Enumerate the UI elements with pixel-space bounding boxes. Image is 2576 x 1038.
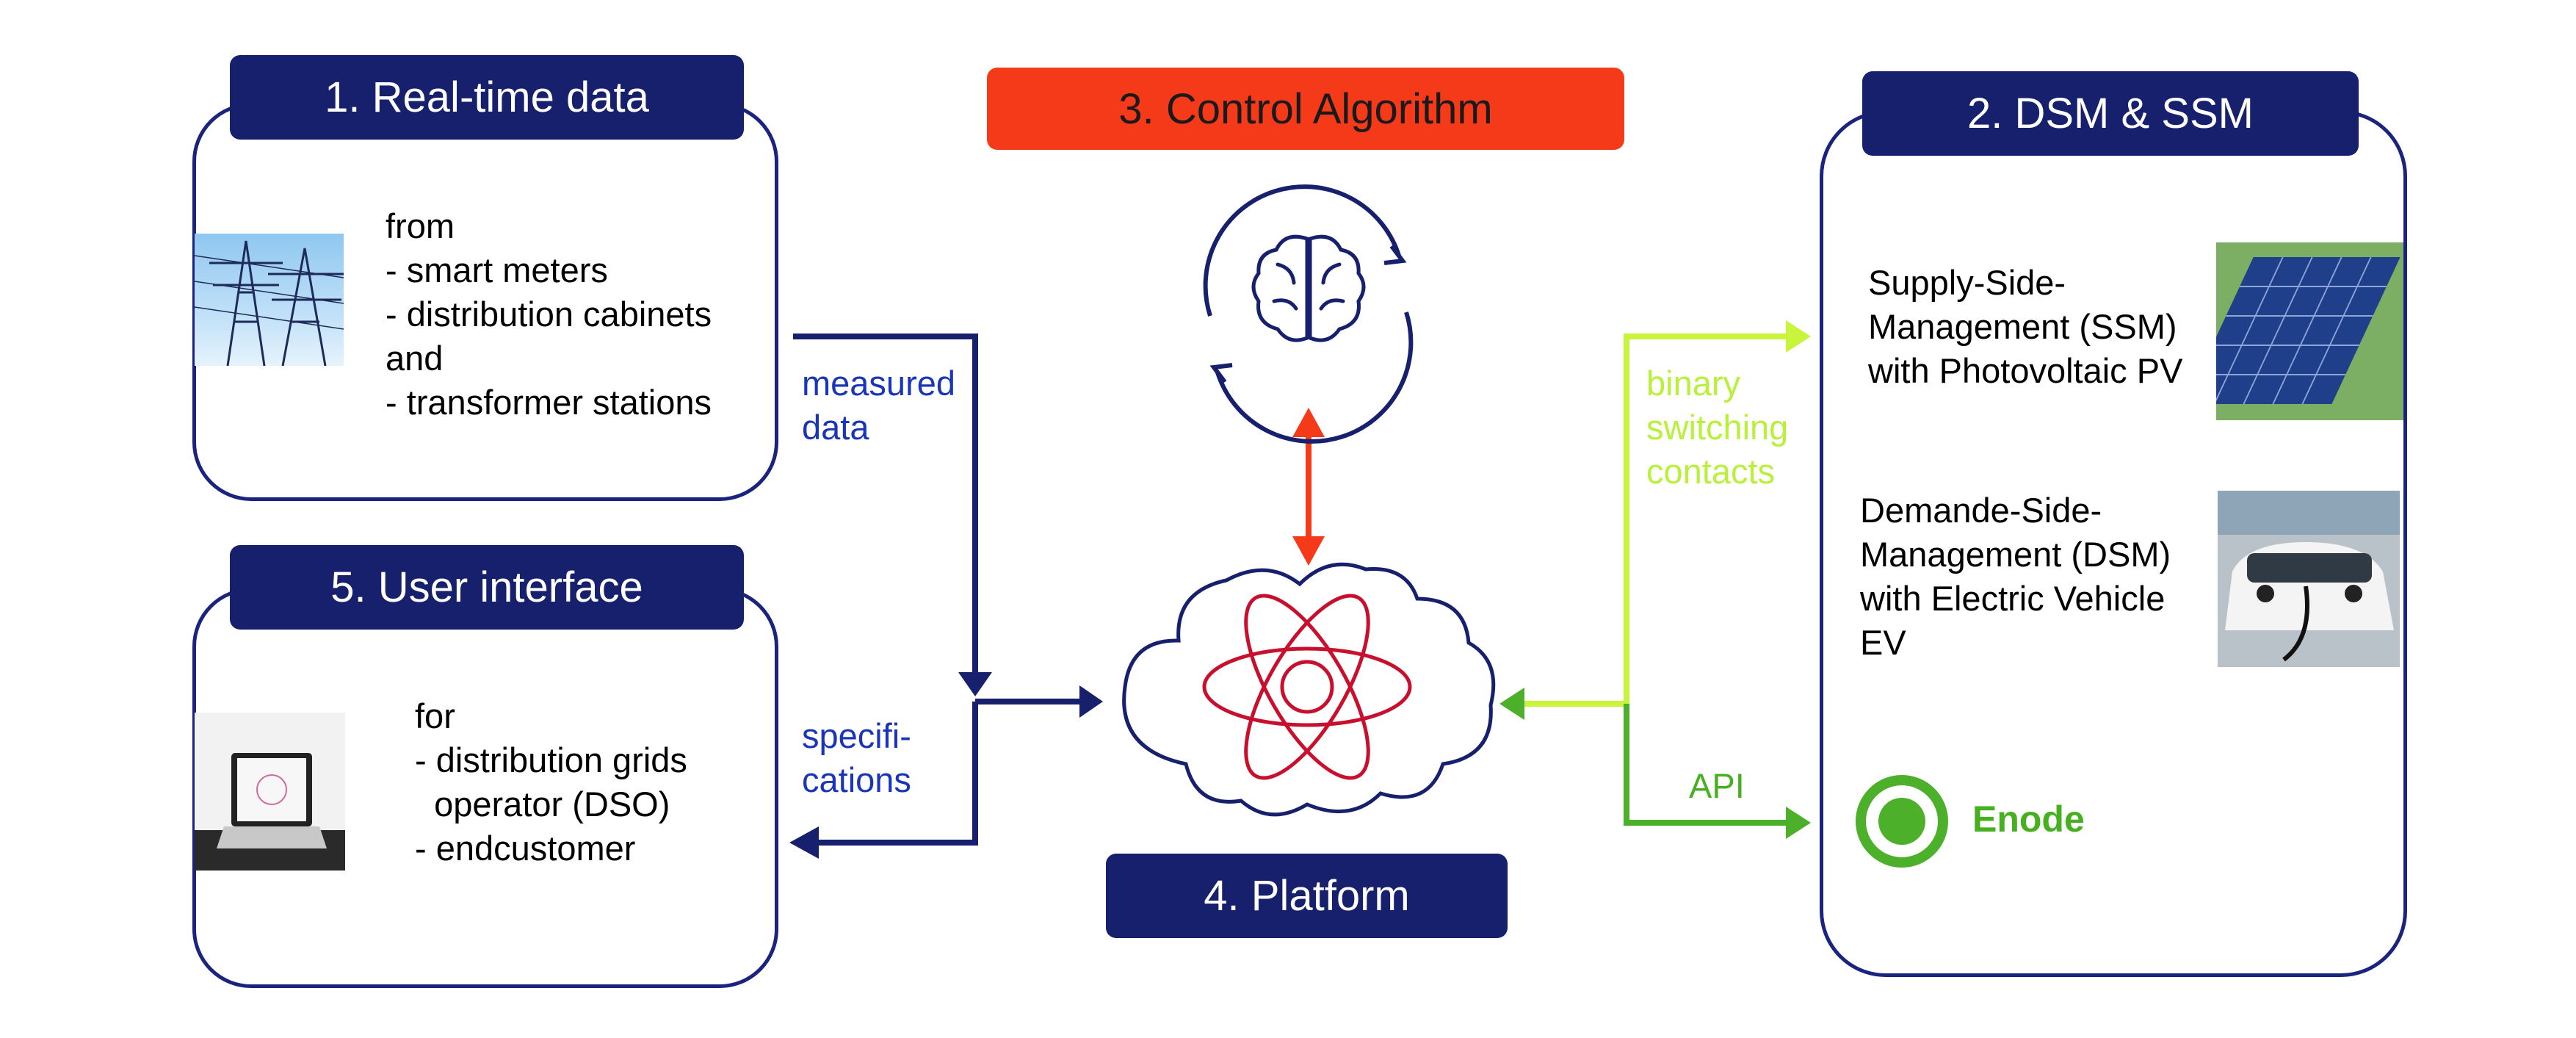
dsm-line-2: Management (DSM) — [1860, 535, 2171, 574]
header-platform: 4. Platform — [1106, 854, 1508, 938]
to-platform-arrowhead — [1079, 685, 1103, 718]
enode-label: Enode — [1972, 799, 2085, 840]
real-time-line-1: from — [386, 206, 455, 245]
cloud-icon — [1122, 562, 1496, 817]
ssm-line-3: with Photovoltaic PV — [1868, 351, 2183, 390]
dsm-line-4: EV — [1860, 623, 1906, 662]
header-control-algorithm: 3. Control Algorithm — [987, 68, 1624, 150]
measured-data-label-2: data — [802, 408, 869, 447]
header-real-time-data: 1. Real-time data — [230, 55, 744, 140]
user-interface-line-2: - distribution grids — [415, 740, 687, 779]
specifications-arrow — [815, 702, 978, 846]
atom-icon — [1202, 594, 1412, 780]
measured-data-arrow — [793, 334, 992, 696]
real-time-line-5: - transformer stations — [386, 383, 712, 422]
binary-switching-label-3: contacts — [1646, 452, 1776, 491]
to-platform-lime-arrowhead — [1499, 688, 1524, 720]
ssm-line-2: Management (SSM) — [1868, 307, 2177, 346]
solar-panel-photo — [2216, 242, 2403, 420]
dsm-line-1: Demande-Side- — [1860, 491, 2102, 530]
measured-data-label-1: measured — [802, 364, 955, 403]
specifications-arrowhead — [789, 826, 819, 859]
binary-switching-arrowhead — [1786, 320, 1811, 353]
api-arrow — [1624, 704, 1792, 826]
api-label: API — [1689, 766, 1745, 805]
enode-logo-icon — [1856, 775, 1948, 868]
api-arrowhead — [1786, 807, 1811, 839]
binary-switching-label-2: switching — [1646, 408, 1789, 447]
specifications-label-1: specifi- — [802, 716, 911, 755]
real-time-line-4: and — [386, 339, 444, 378]
cycle-arrows-icon — [1203, 184, 1414, 444]
control-platform-double-arrow — [1292, 408, 1325, 566]
user-interface-line-4: - endcustomer — [415, 829, 636, 868]
transmission-tower-photo — [195, 234, 344, 366]
user-interface-line-3: operator (DSO) — [415, 785, 670, 823]
user-interface-line-1: for — [415, 696, 455, 735]
ssm-line-1: Supply-Side- — [1868, 263, 2066, 302]
real-time-line-3: - distribution cabinets — [386, 295, 712, 334]
binary-switching-label-1: binary — [1646, 364, 1741, 403]
binary-switching-arrow — [1624, 334, 1792, 704]
laptop-photo — [195, 713, 345, 871]
dsm-line-3: with Electric Vehicle — [1860, 579, 2166, 618]
real-time-line-2: - smart meters — [386, 251, 608, 289]
brain-icon — [1251, 234, 1366, 342]
header-user-interface: 5. User interface — [230, 545, 744, 630]
specifications-label-2: cations — [802, 760, 911, 799]
header-dsm-ssm: 2. DSM & SSM — [1862, 71, 2359, 156]
electric-vehicle-photo — [2218, 491, 2400, 667]
